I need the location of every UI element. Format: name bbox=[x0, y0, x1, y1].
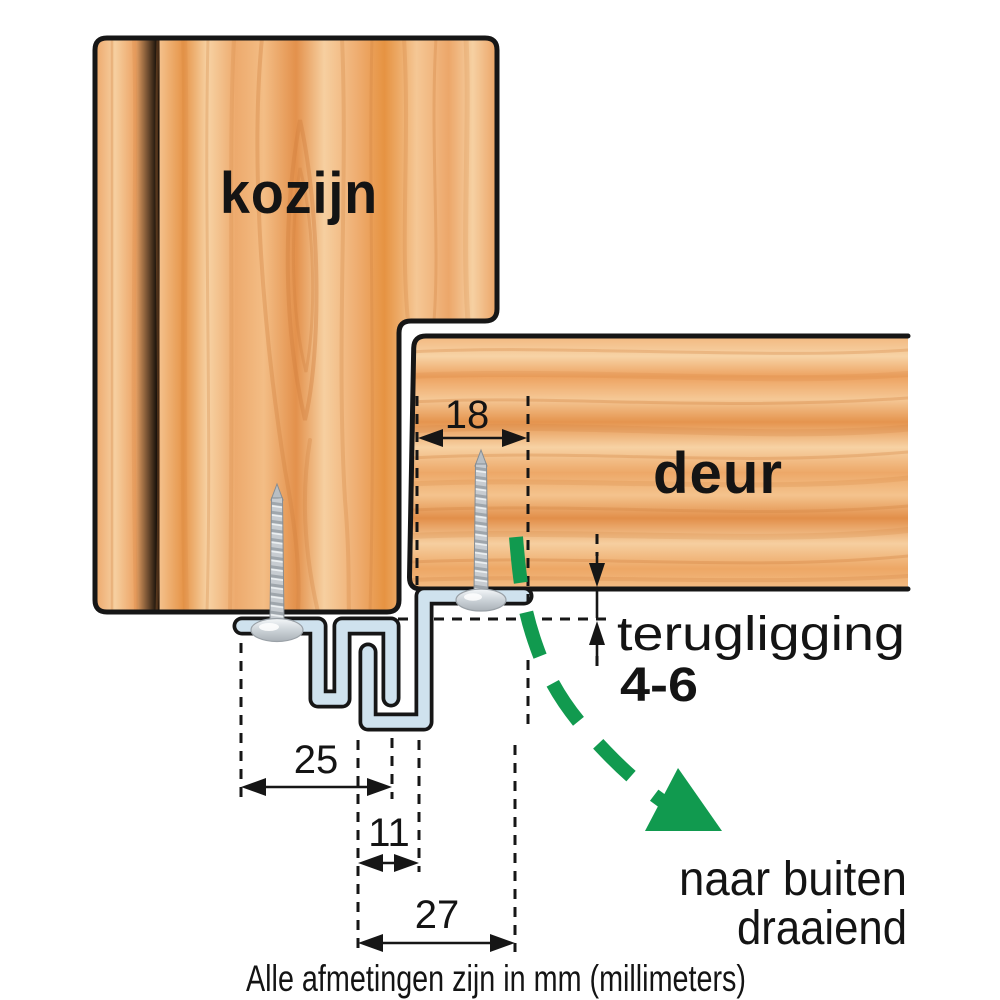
swing-text-line1: naar buiten bbox=[679, 853, 907, 906]
frame-wood-grain bbox=[110, 38, 471, 612]
door-label: deur bbox=[653, 441, 783, 506]
dimension-11: 11 bbox=[356, 740, 421, 952]
door-swing-arrowhead-icon bbox=[645, 768, 722, 831]
units-note: Alle afmetingen zijn in mm (millimeters) bbox=[246, 958, 746, 999]
dimension-18-label: 18 bbox=[445, 393, 490, 437]
door-swing-arc bbox=[509, 536, 672, 811]
setback-label: terugligging bbox=[617, 608, 905, 661]
dimension-27-label: 27 bbox=[415, 893, 460, 937]
door-swing-arrow bbox=[509, 536, 722, 831]
frame-label: kozijn bbox=[220, 161, 378, 226]
frame-wood bbox=[92, 35, 500, 615]
dimension-18: 18 bbox=[415, 393, 530, 724]
door-screw-icon bbox=[455, 448, 507, 612]
door-wood bbox=[406, 333, 911, 592]
dimension-25: 25 bbox=[239, 643, 394, 799]
dimension-setback: terugligging 4-6 bbox=[589, 534, 905, 712]
swing-text-line2: draaiend bbox=[737, 902, 907, 955]
frame-weatherstrip-profile bbox=[232, 616, 401, 709]
dimension-25-label: 25 bbox=[294, 738, 339, 782]
setback-value: 4-6 bbox=[620, 659, 698, 712]
dimension-11-label: 11 bbox=[368, 811, 410, 855]
frame-screw-icon bbox=[250, 482, 304, 643]
dimension-27: 27 bbox=[358, 745, 517, 952]
